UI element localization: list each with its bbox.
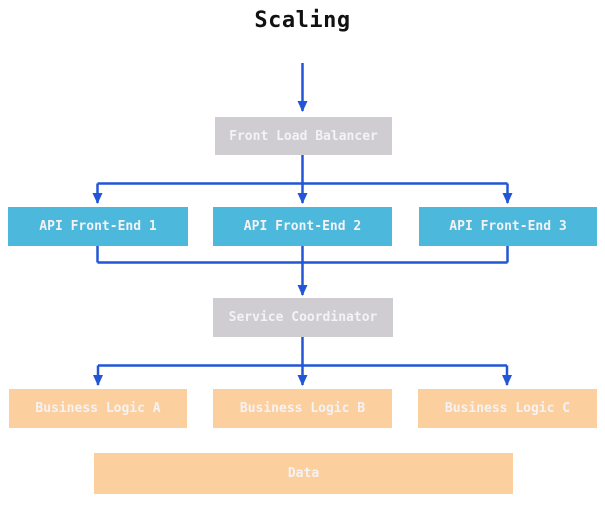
node-business-logic-a: Business Logic A <box>9 389 187 428</box>
node-api-front-end-1: API Front-End 1 <box>8 207 188 246</box>
node-business-logic-c: Business Logic C <box>418 389 597 428</box>
node-front-load-balancer: Front Load Balancer <box>215 117 392 155</box>
node-business-logic-a-label: Business Logic A <box>35 401 161 416</box>
node-business-logic-c-label: Business Logic C <box>444 401 571 416</box>
node-api-front-end-3: API Front-End 3 <box>419 207 597 246</box>
node-api-front-end-1-label: API Front-End 1 <box>39 219 157 234</box>
node-business-logic-b-label: Business Logic B <box>239 401 366 416</box>
node-service-coordinator-label: Service Coordinator <box>228 310 378 325</box>
node-front-load-balancer-label: Front Load Balancer <box>229 128 378 144</box>
node-api-front-end-2-label: API Front-End 2 <box>243 219 362 234</box>
node-data-label: Data <box>287 466 320 481</box>
diagram-title: Scaling <box>254 8 351 33</box>
node-service-coordinator: Service Coordinator <box>213 298 393 337</box>
node-data: Data <box>94 453 513 494</box>
node-business-logic-b: Business Logic B <box>213 389 392 428</box>
node-api-front-end-3-label: API Front-End 3 <box>449 219 567 234</box>
node-api-front-end-2: API Front-End 2 <box>213 207 392 246</box>
